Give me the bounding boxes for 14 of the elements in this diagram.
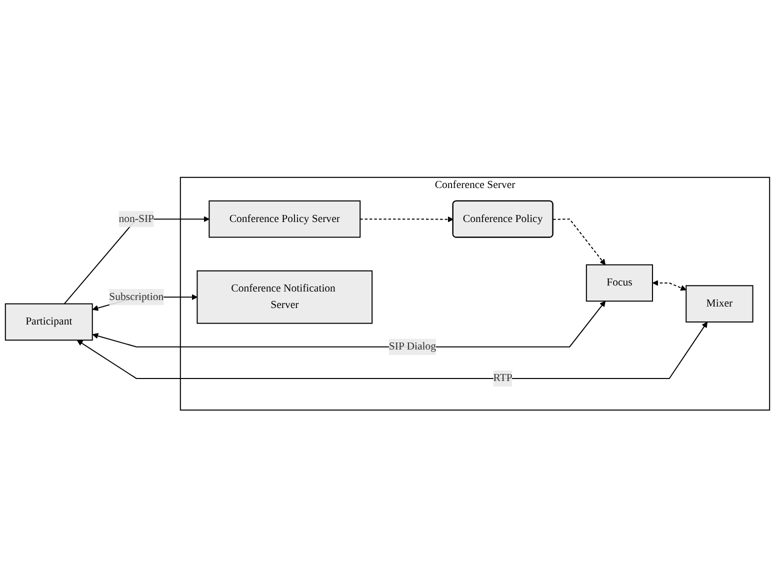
arrow bbox=[553, 218, 606, 266]
edge-label: RTP bbox=[493, 372, 512, 384]
node-box: Focus bbox=[586, 264, 653, 302]
arrow bbox=[360, 216, 454, 223]
arrow bbox=[92, 301, 606, 348]
node-box: Participant bbox=[4, 304, 93, 341]
node-box: Conference Notification Server bbox=[196, 270, 373, 324]
edge-label: Subscription bbox=[109, 291, 164, 303]
node-box: Conference Policy Server bbox=[208, 200, 361, 238]
edge-label: SIP Dialog bbox=[388, 341, 436, 353]
arrow bbox=[76, 322, 708, 380]
edge-label: non-SIP bbox=[118, 213, 154, 225]
node-box: Mixer bbox=[686, 285, 754, 323]
arrow bbox=[652, 280, 686, 291]
